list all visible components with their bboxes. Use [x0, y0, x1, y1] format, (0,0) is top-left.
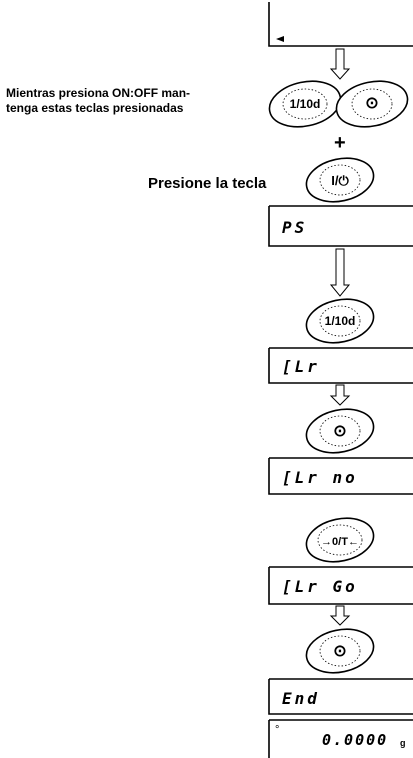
press-key-instruction: Presione la tecla [148, 175, 267, 192]
display-zero-value: 0.0000 [322, 731, 388, 749]
on-off-key-label: I/⏻ [331, 173, 349, 188]
flow-arrow-3 [329, 384, 351, 406]
initial-display [268, 2, 413, 47]
display-end: End [268, 678, 413, 715]
plus-sign: + [334, 132, 346, 154]
display-clr-text: [Lr [282, 357, 320, 376]
mode-key-step[interactable]: 1/10d [302, 293, 377, 348]
hold-instruction-line2: tenga estas teclas presionadas [6, 101, 184, 115]
stable-mark: ° [275, 724, 279, 736]
flow-arrow-4 [329, 605, 351, 626]
hold-keys-instruction: Mientras presiona ON:OFF man- tenga esta… [6, 86, 190, 116]
mode-key[interactable]: 1/10d [265, 75, 345, 133]
re-zero-key[interactable]: →0/T← [302, 512, 377, 567]
display-clr: [Lr [268, 347, 413, 384]
display-ps: PS [268, 205, 413, 247]
display-clr-go: [Lr Go [268, 566, 413, 605]
hold-instruction-line1: Mientras presiona ON:OFF man- [6, 86, 191, 100]
display-ps-text: PS [282, 218, 307, 237]
display-clr-go-text: [Lr Go [282, 577, 358, 596]
left-arrow-indicator-icon [276, 36, 284, 42]
print-icon: ⊙ [333, 643, 346, 660]
print-key[interactable]: ⊙ [332, 75, 412, 133]
print-icon: ⊙ [365, 95, 378, 112]
display-clr-no: [Lr no [268, 457, 413, 495]
display-end-text: End [282, 689, 320, 708]
unit-label: g [400, 738, 406, 748]
re-zero-key-label: →0/T← [321, 536, 359, 548]
print-icon: ⊙ [333, 423, 346, 440]
flow-arrow-1 [329, 48, 351, 80]
on-off-key[interactable]: I/⏻ [302, 152, 377, 207]
display-clr-no-text: [Lr no [282, 468, 358, 487]
mode-key-label: 1/10d [290, 97, 321, 111]
print-key-step-2[interactable]: ⊙ [302, 623, 377, 678]
display-zero: ° 0.0000 g [268, 719, 413, 758]
flow-arrow-2 [329, 248, 351, 297]
print-key-step-1[interactable]: ⊙ [302, 403, 377, 458]
mode-key-step-label: 1/10d [325, 314, 356, 328]
